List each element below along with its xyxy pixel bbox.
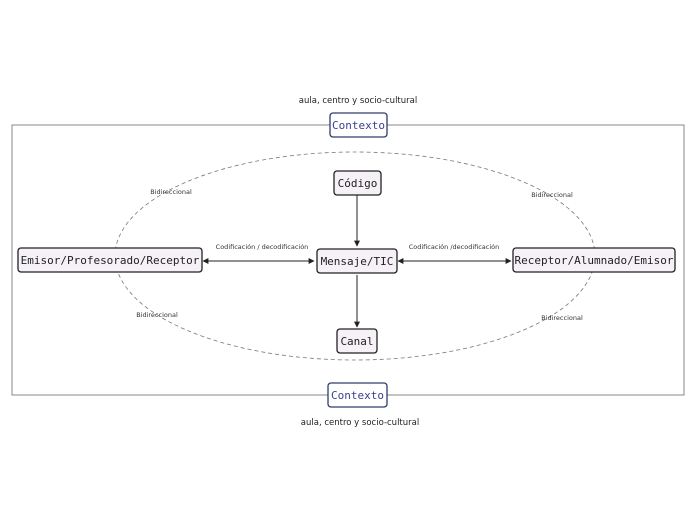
canal-label: Canal <box>340 335 373 348</box>
bidirectional-label-top-left: Bidireccional <box>150 188 192 196</box>
receptor-label: Receptor/Alumnado/Emisor <box>515 254 674 267</box>
codigo-node[interactable]: Código <box>333 170 382 196</box>
bidirectional-label-bottom-right: Bidireccional <box>541 314 583 322</box>
mensaje-label: Mensaje/TIC <box>321 255 394 268</box>
codigo-label: Código <box>338 177 378 190</box>
receptor-node[interactable]: Receptor/Alumnado/Emisor <box>512 247 676 273</box>
emisor-node[interactable]: Emisor/Profesorado/Receptor <box>17 247 203 273</box>
context-bottom-node[interactable]: Contexto <box>327 382 388 408</box>
emisor-label: Emisor/Profesorado/Receptor <box>21 254 200 267</box>
bidirectional-label-top-right: Bidireccional <box>531 191 573 199</box>
context-top-node[interactable]: Contexto <box>329 112 388 138</box>
edge-label-right: Codificación /decodificación <box>409 243 500 251</box>
context-top-caption: aula, centro y socio-cultural <box>299 96 417 106</box>
context-bottom-label: Contexto <box>331 389 384 402</box>
context-top-label: Contexto <box>332 119 385 132</box>
edge-label-left: Codificación / decodificación <box>216 243 309 251</box>
canal-node[interactable]: Canal <box>336 328 378 354</box>
bidirectional-label-bottom-left: Bidireccional <box>136 311 178 319</box>
mensaje-node[interactable]: Mensaje/TIC <box>316 248 398 274</box>
context-bottom-caption: aula, centro y socio-cultural <box>301 418 419 428</box>
